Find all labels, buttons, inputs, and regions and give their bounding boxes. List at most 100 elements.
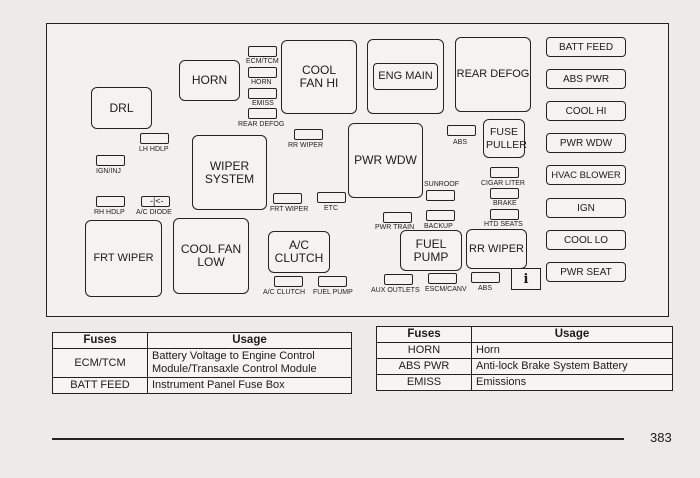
fuse-label-frt-wiper: FRT WIPER: [270, 206, 309, 213]
relay-cool-lo: COOL LO: [546, 230, 626, 250]
block-pwr-wdw-label: PWR WDW: [354, 153, 417, 167]
fuse-cell: ABS PWR: [376, 358, 472, 375]
fuse-label-cigar-liter: CIGAR LITER: [481, 180, 525, 187]
header-usage: Usage: [471, 326, 673, 343]
fuse-label-brake: BRAKE: [493, 200, 517, 207]
relay-ign: IGN: [546, 198, 626, 218]
usage-line: Battery Voltage to Engine Control: [152, 350, 315, 362]
fuse-label-pwr-train: PWR TRAIN: [375, 224, 415, 231]
block-wiper-system-label: WIPER SYSTEM: [204, 158, 255, 186]
fuse-slot-frt-wiper: [273, 193, 302, 204]
table-row: ABS PWR Anti-lock Brake System Battery: [376, 358, 673, 375]
block-frt-wiper: FRT WIPER: [85, 220, 162, 297]
fuse-label-rr-wiper: RR WIPER: [288, 142, 323, 149]
owners-manual-icon: i: [511, 268, 541, 290]
page-number: 383: [650, 430, 672, 445]
header-fuses: Fuses: [376, 326, 472, 343]
fuse-slot-ac-diode: [141, 196, 170, 207]
block-frt-wiper-label: FRT WIPER: [93, 252, 154, 264]
fuse-usage-table-right: Fuses Usage HORN Horn ABS PWR Anti-lock …: [376, 326, 673, 391]
block-rear-defog-label: REAR DEFOG: [456, 68, 530, 80]
block-horn-label: HORN: [191, 73, 228, 87]
block-eng-main-label: ENG MAIN: [378, 70, 433, 82]
block-fuse-puller: FUSE PULLER: [483, 119, 527, 158]
block-horn: HORN: [179, 60, 240, 101]
header-fuses: Fuses: [52, 332, 148, 349]
table-row: HORN Horn: [376, 342, 673, 359]
usage-cell: Emissions: [471, 374, 673, 391]
fuse-cell: HORN: [376, 342, 472, 359]
block-fuel-pump-label: FUEL PUMP: [413, 236, 449, 264]
block-rear-defog: REAR DEFOG: [455, 37, 531, 112]
block-drl: DRL: [91, 87, 152, 129]
relay-pwr-seat: PWR SEAT: [546, 262, 626, 282]
fuse-label-ac-diode: A/C DIODE: [136, 209, 172, 216]
fuse-label-abs-bottom: ABS: [478, 285, 493, 292]
diode-icon: -|<-: [150, 196, 164, 206]
usage-cell: Battery Voltage to Engine Control Module…: [147, 348, 352, 378]
footer-rule: [52, 438, 624, 440]
fuse-label-htd-seats: HTD SEATS: [484, 221, 523, 228]
relay-cool-hi: COOL HI: [546, 101, 626, 121]
fuse-slot-escm-canv: [428, 273, 457, 284]
block-eng-main-inner: ENG MAIN: [373, 63, 438, 90]
fuse-label-ecm-tcm: ECM/TCM: [246, 58, 279, 65]
fuse-slot-cigar-liter: [490, 167, 519, 178]
usage-line: Module/Transaxle Control Module: [152, 363, 317, 375]
block-eng-main: ENG MAIN: [367, 39, 444, 114]
block-rr-wiper: RR WIPER: [466, 229, 527, 269]
fuse-label-escm-canv: ESCM/CANV: [425, 286, 467, 293]
fuse-label-sunroof: SUNROOF: [424, 181, 459, 188]
table-header-row: Fuses Usage: [376, 326, 673, 343]
fuse-slot-horn: [248, 67, 277, 78]
relay-hvac-blower: HVAC BLOWER: [546, 165, 626, 185]
block-cool-fan-hi-label: COOL FAN HI: [299, 63, 339, 90]
fuse-slot-htd-seats: [490, 209, 519, 220]
fuse-slot-rr-wiper: [294, 129, 323, 140]
block-cool-fan-low: COOL FAN LOW: [173, 218, 249, 294]
usage-cell: Anti-lock Brake System Battery: [471, 358, 673, 375]
fuse-cell: ECM/TCM: [52, 348, 148, 378]
fuse-label-ac-clutch: A/C CLUTCH: [263, 289, 306, 296]
block-fuel-pump: FUEL PUMP: [400, 230, 462, 271]
fuse-label-fuel-pump: FUEL PUMP: [313, 289, 353, 296]
fuse-label-rh-hdlp: RH HDLP: [94, 209, 125, 216]
fuse-label-lh-hdlp: LH HDLP: [139, 146, 169, 153]
fuse-label-aux-outlets: AUX OUTLETS: [371, 287, 420, 294]
block-fuse-puller-label: FUSE PULLER: [486, 125, 527, 151]
table-row: EMISS Emissions: [376, 374, 673, 391]
fuse-slot-ac-clutch: [274, 276, 303, 287]
block-rr-wiper-label: RR WIPER: [469, 242, 524, 255]
fuse-slot-lh-hdlp: [140, 133, 169, 144]
table-row: ECM/TCM Battery Voltage to Engine Contro…: [52, 348, 352, 378]
fuse-slot-ecm-tcm: [248, 46, 277, 57]
block-pwr-wdw: PWR WDW: [348, 123, 423, 198]
usage-cell: Horn: [471, 342, 673, 359]
fuse-slot-emiss: [248, 88, 277, 99]
fuse-cell: EMISS: [376, 374, 472, 391]
usage-cell: Instrument Panel Fuse Box: [147, 377, 352, 394]
fuse-label-ign-inj: IGN/INJ: [96, 168, 121, 175]
block-drl-label: DRL: [109, 100, 134, 115]
fuse-label-backup: BACKUP: [424, 223, 453, 230]
table-row: BATT FEED Instrument Panel Fuse Box: [52, 377, 352, 394]
fuse-label-etc: ETC: [324, 205, 338, 212]
fuse-slot-ign-inj: [96, 155, 125, 166]
relay-pwr-wdw: PWR WDW: [546, 133, 626, 153]
fuse-slot-rear-defog: [248, 108, 277, 119]
fuse-slot-abs: [447, 125, 476, 136]
fuse-slot-brake: [490, 188, 519, 199]
fuse-slot-pwr-train: [383, 212, 412, 223]
fuse-slot-sunroof: [426, 190, 455, 201]
fuse-label-abs: ABS: [453, 139, 468, 146]
header-usage: Usage: [147, 332, 352, 349]
fuse-slot-etc: [317, 192, 346, 203]
block-wiper-system: WIPER SYSTEM: [192, 135, 267, 210]
fuse-label-horn: HORN: [251, 79, 272, 86]
fuse-slot-fuel-pump: [318, 276, 347, 287]
block-ac-clutch: A/C CLUTCH: [268, 231, 330, 273]
fuse-label-rear-defog: REAR DEFOG: [238, 121, 285, 128]
fuse-slot-rh-hdlp: [96, 196, 125, 207]
fuse-slot-backup: [426, 210, 455, 221]
relay-batt-feed: BATT FEED: [546, 37, 626, 57]
